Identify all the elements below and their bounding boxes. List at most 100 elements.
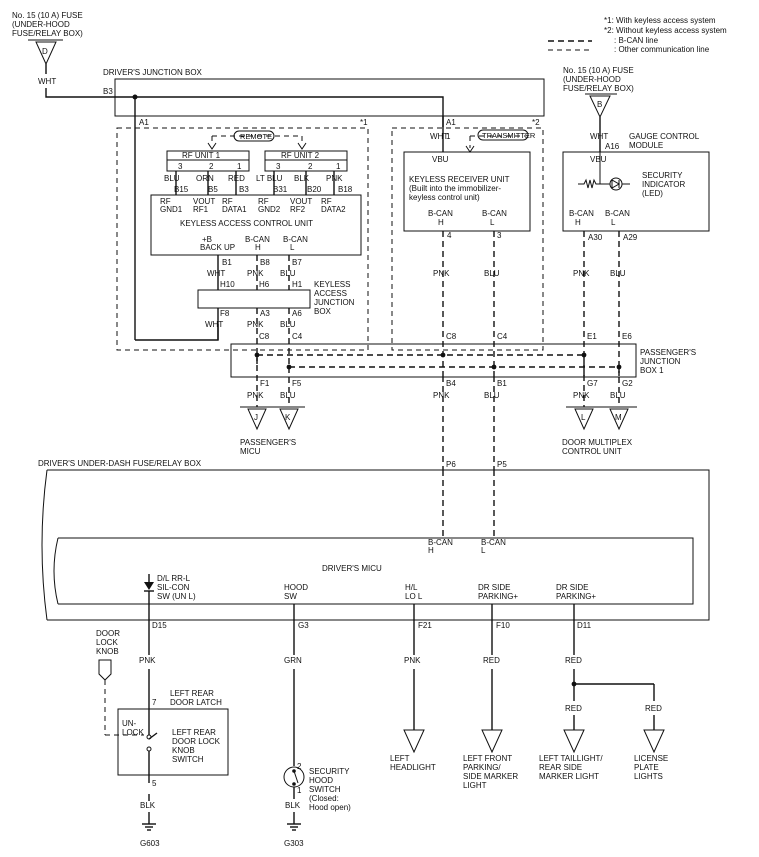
receiver-wire-wht: WHT <box>430 132 448 141</box>
receiver-sub-1: (Built into the immobilizer- <box>409 184 501 193</box>
transmitter-label: TRANSMITTER <box>482 131 536 140</box>
keyless-receiver: 1 WHT TRANSMITTER VBU KEYLESS RECEIVER U… <box>403 116 536 376</box>
rf2-wire-ltblu: LT BLU <box>256 174 283 183</box>
unlock-label-2: LOCK <box>122 728 144 737</box>
connector-d-letter: D <box>42 47 48 56</box>
dufb-pin-p5: P5 <box>497 460 507 469</box>
kacu-pin-b31: B31 <box>273 185 288 194</box>
load-front-2: PARKING/ <box>463 763 501 772</box>
rf-unit-1-title: RF UNIT 1 <box>182 151 221 160</box>
djb-pin-b3: B3 <box>103 87 113 96</box>
micu-hl-1: H/L <box>405 583 418 592</box>
connector-j-letter: J <box>254 413 258 422</box>
kjb-wire-wht: WHT <box>205 320 223 329</box>
pjb-bottom-b4: B4 <box>446 379 456 388</box>
rf2-pin-1: 1 <box>336 162 341 171</box>
pjb-bottom-g7: G7 <box>587 379 598 388</box>
under-dash-fuse-relay-box: DRIVER'S UNDER-DASH FUSE/RELAY BOX P6 P5 <box>38 459 710 621</box>
pjb-bottom-f5: F5 <box>292 379 302 388</box>
load-license-icon <box>643 729 665 754</box>
connector-d-icon <box>35 41 57 66</box>
pjb-bottom-f1: F1 <box>260 379 270 388</box>
fuse-right-wire: WHT <box>590 132 608 141</box>
kacu-wire-pnk: PNK <box>247 269 264 278</box>
load-license-2: PLATE <box>634 763 659 772</box>
door-knob-1: DOOR <box>96 629 120 638</box>
door-multiplex-2: CONTROL UNIT <box>562 447 622 456</box>
micu-dr2-1: DR SIDE <box>556 583 588 592</box>
djb-pin-a1-left: A1 <box>139 118 149 127</box>
hood-sw-3: SWITCH <box>309 785 341 794</box>
fuse-right-label-2: (UNDER-HOOD <box>563 75 621 84</box>
sig-rf-gnd1-a: RF <box>160 197 171 206</box>
kacu-pin-b20: B20 <box>307 185 322 194</box>
hood-pin-1: 1 <box>297 786 302 795</box>
wire-f10-red: RED <box>483 656 500 665</box>
kjb-pin-f8: F8 <box>220 309 230 318</box>
micu-bcan-h-b: H <box>428 546 434 555</box>
keyless-access-junction-box <box>197 289 311 309</box>
load-taillight-icon <box>563 729 585 754</box>
wire-plate-red: RED <box>645 704 662 713</box>
wire-g3-grn: GRN <box>284 656 302 665</box>
rf1-pin-2: 2 <box>209 162 214 171</box>
sw-label-3: KNOB <box>172 746 195 755</box>
gauge-bcan-l-a: B-CAN <box>605 209 630 218</box>
load-headlight-2: HEADLIGHT <box>390 763 436 772</box>
micu-dl-2: SIL-CON <box>157 583 190 592</box>
hood-sw-4: (Closed: <box>309 794 339 803</box>
keyless-region <box>116 127 369 351</box>
latch-label-2: DOOR LATCH <box>170 698 222 707</box>
pjb-bottom-b1: B1 <box>497 379 507 388</box>
connector-m-icon <box>609 408 629 431</box>
fuse-right: No. 15 (10 A) FUSE (UNDER-HOOD FUSE/RELA… <box>563 66 634 152</box>
connector-b-letter: B <box>597 100 602 109</box>
gauge-ind-2: INDICATOR <box>642 180 685 189</box>
wire-f21-pnk: PNK <box>404 656 421 665</box>
gauge-ind-1: SECURITY <box>642 171 683 180</box>
micu-bcan-l-a: B-CAN <box>481 538 506 547</box>
wire-d11-red: RED <box>565 656 582 665</box>
kacu-wire-blu: BLU <box>280 269 296 278</box>
micu-dl-1: D/L RR-L <box>157 574 191 583</box>
sig-rf-gnd2-b: GND2 <box>258 205 281 214</box>
rf1-pin-3: 3 <box>178 162 183 171</box>
sig-vout-rf2-a: VOUT <box>290 197 312 206</box>
pjb-wire-4: BLU <box>484 391 500 400</box>
dufb-title: DRIVER'S UNDER-DASH FUSE/RELAY BOX <box>38 459 202 468</box>
kacu-bcan-h-b: H <box>255 243 261 252</box>
load-license-1: LICENSE <box>634 754 668 763</box>
wire-d15-pnk: PNK <box>139 656 156 665</box>
wire-hood-blk: BLK <box>285 801 301 810</box>
kacu-bcan-l-a: B-CAN <box>283 235 308 244</box>
latch-pin-5: 5 <box>152 779 157 788</box>
gauge-bcan-h-b: H <box>575 218 581 227</box>
sw-label-1: LEFT REAR <box>172 728 216 737</box>
keyless-access-system: REMOTE RF UNIT 1 3 2 1 RF UNIT 2 3 2 1 B… <box>150 130 362 366</box>
micu-dl-3: SW (UN L) <box>157 592 196 601</box>
sig-rf-data2-a: RF <box>321 197 332 206</box>
kacu-pin-b18: B18 <box>338 185 353 194</box>
fuse-right-label-3: FUSE/RELAY BOX) <box>563 84 634 93</box>
hood-sw-2: HOOD <box>309 776 333 785</box>
gauge-ind-3: (LED) <box>642 189 663 198</box>
receiver-region <box>391 127 544 351</box>
gauge-title-1: GAUGE CONTROL <box>629 132 700 141</box>
left-rear-door-latch <box>117 708 229 776</box>
hood-sw-5: Hood open) <box>309 803 351 812</box>
unlock-label-1: UN- <box>122 719 137 728</box>
load-tail-3: MARKER LIGHT <box>539 772 599 781</box>
gauge-bcan-l-b: L <box>611 218 616 227</box>
kacu-backup-b: BACK UP <box>200 243 235 252</box>
rf2-wire-blk: BLK <box>294 174 310 183</box>
load-front-parking-icon <box>481 729 503 754</box>
keyless-access-control-unit <box>150 194 362 256</box>
sig-rf-data1-a: RF <box>222 197 233 206</box>
gauge-wire-pnk: PNK <box>573 269 590 278</box>
connector-k-letter: K <box>285 413 291 422</box>
mark-star1: *1 <box>360 118 368 127</box>
connector-b-icon <box>589 95 611 119</box>
sig-vout-rf2-b: RF2 <box>290 205 306 214</box>
kacu-pin-b3: B3 <box>239 185 249 194</box>
rf2-pin-3: 3 <box>276 162 281 171</box>
